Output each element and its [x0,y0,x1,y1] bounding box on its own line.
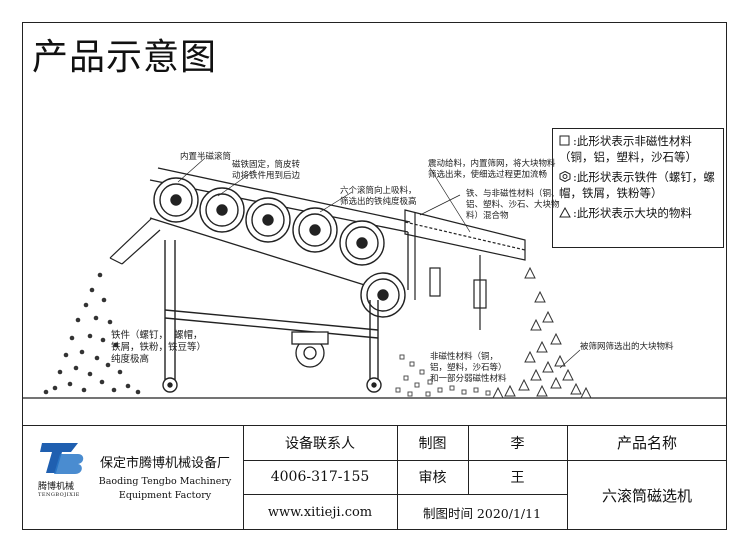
note-large-output: 被筛网筛选出的大块物料 [580,342,674,352]
drum-5 [339,220,385,266]
legend-box: :此形状表示非磁性材料（铜，铝，塑料，沙石等） :此形状表示铁件（螺钉，螺帽，铁… [552,128,724,248]
drums [153,177,406,318]
note-six-drums: 六个滚筒向上吸料， 筛选出的铁纯度极高 [340,186,417,207]
wheels [162,377,382,393]
review-value: 王 [510,470,525,486]
note-inner-drum: 内置半磁滚筒 [180,152,232,162]
drum-6 [360,272,406,318]
review-label: 审核 [418,470,447,486]
note-iron-nonmag: 铁、与非磁性材料（铜、 铝、塑料、沙石、大块物 料）混合物 [466,189,560,221]
product-value: 六滚筒磁选机 [601,486,692,505]
drawing-frame [22,22,727,530]
note-vibration: 震动给料，内置筛网，将大块物料 筛选出来，使细选过程更加流畅 [428,159,556,180]
legend-item-iron: :此形状表示铁件（螺钉，螺帽，铁屑，铁粉等） [559,170,715,200]
contact-website[interactable]: www.xitieji.com [267,504,373,520]
drum-1 [153,177,199,223]
product-label: 产品名称 [616,434,677,452]
large-material [492,266,592,399]
note-iron-output: 铁件（螺钉， 螺帽， 铁屑，铁粉，铁豆等） 纯度极高 [111,330,207,365]
logo-text-en: TENGBOJIXIE [38,492,80,498]
iron-particles [43,272,141,395]
square-icon [559,134,571,146]
drum-3 [245,197,291,243]
company-name-cn: 保定市腾博机械设备厂 [99,455,230,471]
vibrating-screen [404,209,526,330]
drum-2 [199,187,245,233]
nonmagnetic-particles [395,354,491,397]
feed-chute [109,217,161,265]
page-title: 产品示意图 [32,37,218,78]
company-name-en-1: Baoding Tengbo Machinery [98,475,232,487]
leader-lines [177,157,581,369]
drawing-date: 制图时间 2020/1/11 [422,505,542,521]
contact-phone: 4006-317-155 [270,469,370,485]
drum-4 [292,207,338,253]
company-name-en-2: Equipment Factory [118,489,212,501]
drawn-label: 制图 [418,435,447,452]
title-block [22,425,727,530]
drawn-value: 李 [510,435,525,452]
note-fixed-magnet: 磁铁固定，筒皮转 动将铁件甩到后边 [232,160,301,181]
logo-text-cn: 腾博机械 [38,482,75,492]
legend-item-large: :此形状表示大块的物料 [559,205,717,221]
contact-label: 设备联系人 [285,435,355,452]
legend-item-nonmagnetic: :此形状表示非磁性材料（铜，铝，塑料，沙石等） [559,134,697,164]
note-nonmag-output: 非磁性材料（铜， 铝，塑料，沙石等） 和一部分弱磁性材料 [430,352,507,384]
support-legs [164,240,379,380]
company-logo: 腾博机械 TENGBOJIXIE [38,440,86,498]
triangle-icon [559,206,571,218]
drive-motor [291,331,329,368]
hex-nut-icon [559,170,571,183]
